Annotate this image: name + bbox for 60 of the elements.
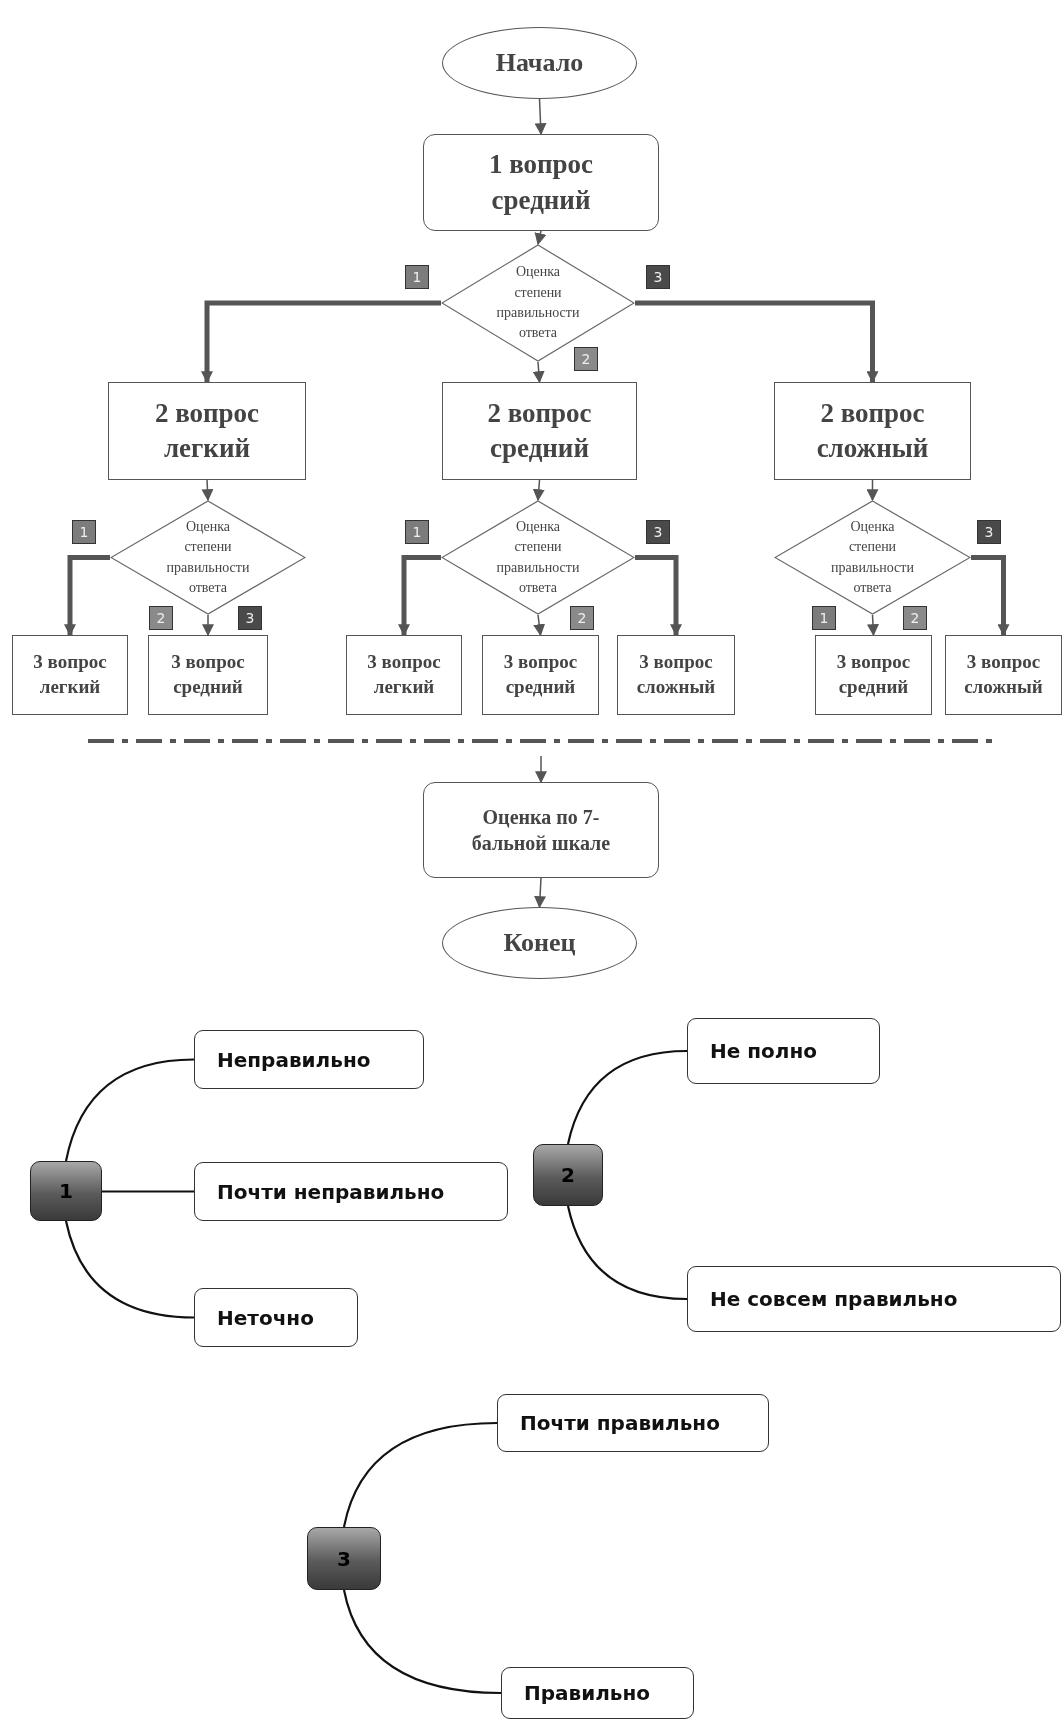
arrow <box>398 555 441 637</box>
connector-curve <box>566 1205 688 1301</box>
connector-curve <box>64 1058 195 1162</box>
question-box: 2 вопрос легкий <box>108 382 306 480</box>
arrow <box>635 300 879 384</box>
answer-box: Почти неправильно <box>194 1162 508 1221</box>
question-box: 3 вопрос сложный <box>945 635 1062 715</box>
arrow <box>534 98 547 136</box>
connector-curve <box>102 1190 194 1193</box>
question-box: 2 вопрос средний <box>442 382 637 480</box>
answer-box: Правильно <box>501 1667 694 1719</box>
branch-number: 2 <box>574 347 598 371</box>
arrow <box>201 479 214 502</box>
arrow <box>535 755 547 784</box>
answer-box: Почти правильно <box>497 1394 769 1452</box>
answer-box: Неправильно <box>194 1030 424 1089</box>
arrow <box>532 361 545 384</box>
branch-number: 1 <box>405 265 429 289</box>
arrow <box>532 479 545 502</box>
arrow <box>64 555 110 637</box>
answer-box: Не полно <box>687 1018 880 1084</box>
connector-curve <box>342 1421 498 1528</box>
arrow <box>971 555 1010 637</box>
answer-box: Не совсем правильно <box>687 1266 1061 1332</box>
arrow <box>866 614 879 637</box>
question-box: 3 вопрос средний <box>815 635 932 715</box>
branch-number: 3 <box>977 520 1001 544</box>
arrow <box>533 614 546 637</box>
question-box: 3 вопрос сложный <box>617 635 735 715</box>
branch-number: 1 <box>812 606 836 630</box>
question-box: 3 вопрос средний <box>148 635 268 715</box>
category-tile: 1 <box>30 1161 102 1221</box>
arrow <box>201 300 441 384</box>
terminal-ellipse: Конец <box>442 907 637 979</box>
branch-number: 3 <box>646 520 670 544</box>
question-box: 3 вопрос легкий <box>346 635 462 715</box>
branch-number: 3 <box>238 606 262 630</box>
process-box: 1 вопрос средний <box>423 134 659 231</box>
connector-curve <box>64 1220 195 1319</box>
arrow <box>635 555 682 637</box>
question-box: 3 вопрос легкий <box>12 635 128 715</box>
branch-number: 3 <box>646 265 670 289</box>
branch-number: 1 <box>405 520 429 544</box>
branch-number: 2 <box>903 606 927 630</box>
terminal-ellipse: Начало <box>442 27 637 99</box>
answer-box: Неточно <box>194 1288 358 1347</box>
question-box: 3 вопрос средний <box>482 635 599 715</box>
connector-curve <box>342 1589 502 1695</box>
branch-number: 2 <box>570 606 594 630</box>
category-tile: 3 <box>307 1527 381 1590</box>
question-box: 2 вопрос сложный <box>774 382 971 480</box>
category-tile: 2 <box>533 1144 603 1206</box>
branch-number: 1 <box>72 520 96 544</box>
branch-number: 2 <box>149 606 173 630</box>
arrow <box>202 614 214 637</box>
process-box: Оценка по 7-бальной шкале <box>423 782 659 878</box>
arrow <box>534 230 547 246</box>
arrow <box>866 479 879 502</box>
arrow <box>534 877 547 909</box>
connector-curve <box>566 1049 688 1145</box>
